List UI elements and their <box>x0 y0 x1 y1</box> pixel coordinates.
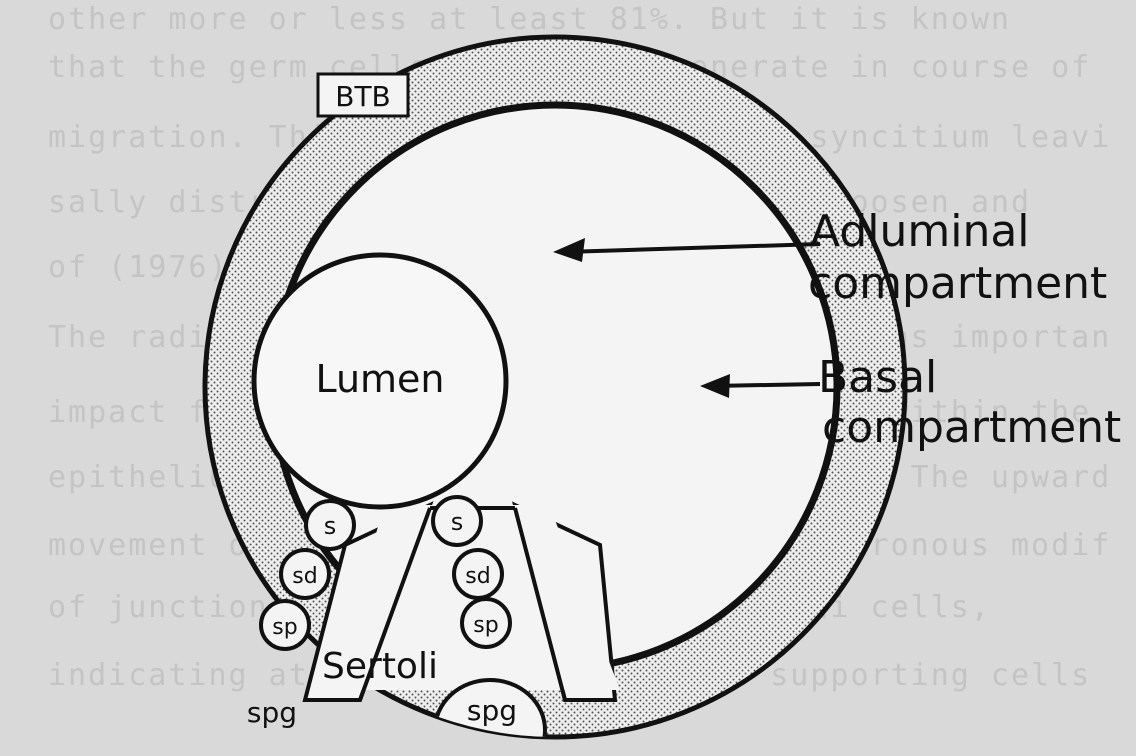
cell-label-s-left: s <box>324 512 337 540</box>
spg-label-right: spg <box>467 694 517 727</box>
cell-label-sp-left: sp <box>272 615 297 640</box>
sertoli-label: Sertoli <box>322 646 438 687</box>
spg-label-left: spg <box>247 696 297 729</box>
cell-label-s-right: s <box>451 508 464 536</box>
cell-label-sp-right: sp <box>473 613 498 638</box>
lumen-label: Lumen <box>315 357 444 401</box>
btb-label: BTB <box>335 80 391 113</box>
basal-label-line2: compartment <box>822 402 1121 453</box>
adluminal-label-line1: Adluminal <box>810 206 1030 257</box>
adluminal-label-line2: compartment <box>808 258 1107 309</box>
cell-label-sd-left: sd <box>292 564 317 589</box>
cell-label-sd-right: sd <box>465 564 490 589</box>
basal-label-line1: Basal <box>818 352 937 403</box>
